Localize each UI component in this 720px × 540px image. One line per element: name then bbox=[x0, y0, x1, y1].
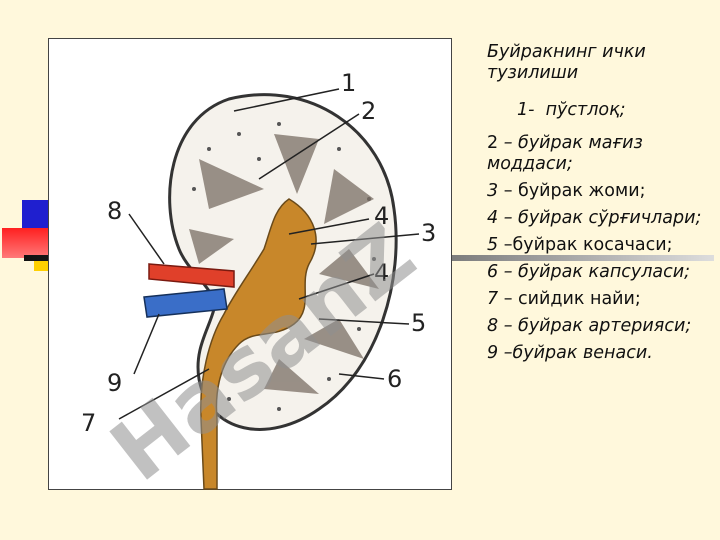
kidney-illustration: 1 2 3 4 4 5 6 7 8 9 bbox=[48, 38, 452, 490]
callout-numbers: 1 2 3 4 4 5 6 7 8 9 bbox=[81, 69, 436, 437]
callout-1: 1 bbox=[341, 69, 356, 97]
leader-lines bbox=[118, 88, 420, 420]
cortex-speckles bbox=[192, 122, 376, 411]
legend-item-6: 6 – буйрак капсуласи; bbox=[487, 262, 691, 282]
callout-7: 7 bbox=[81, 409, 96, 437]
callout-3: 3 bbox=[421, 219, 436, 247]
kidney-drawing: 1 2 3 4 4 5 6 7 8 9 bbox=[81, 69, 436, 490]
decor-red-block bbox=[2, 228, 50, 258]
callout-4a: 4 bbox=[374, 202, 389, 230]
callout-8: 8 bbox=[107, 197, 122, 225]
callout-4b: 4 bbox=[374, 259, 389, 287]
legend-title: Буйракнинг ички тузилиши bbox=[487, 42, 646, 83]
legend-item-4: 4 – буйрак сўрғичлари; bbox=[487, 208, 702, 228]
legend-item-7: 7 – сийдик найи; bbox=[487, 289, 641, 309]
renal-pelvis-ureter bbox=[199, 198, 317, 490]
legend-item-5: 5 –буйрак косачаси; bbox=[487, 235, 673, 255]
callout-2: 2 bbox=[361, 97, 376, 125]
watermark: HasanZ bbox=[93, 205, 433, 500]
legend-item-3: 3 – буйрак жоми; bbox=[487, 181, 646, 201]
legend-item-8: 8 – буйрак артерияси; bbox=[487, 316, 692, 336]
medulla-pyramids bbox=[189, 134, 379, 394]
legend-item-9: 9 –буйрак венаси. bbox=[487, 343, 653, 363]
decor-blue-square bbox=[22, 200, 50, 228]
callout-5: 5 bbox=[411, 309, 426, 337]
legend: Буйракнинг ички тузилиши 1- пўстлоқ; 2 –… bbox=[487, 42, 702, 370]
callout-9: 9 bbox=[107, 369, 122, 397]
renal-artery bbox=[148, 263, 235, 288]
renal-vein bbox=[143, 288, 228, 318]
legend-item-2: 2 – буйрак мағиз моддаси; bbox=[487, 133, 643, 174]
legend-item-1: 1- пўстлоқ; bbox=[517, 100, 626, 120]
callout-6: 6 bbox=[387, 365, 402, 393]
